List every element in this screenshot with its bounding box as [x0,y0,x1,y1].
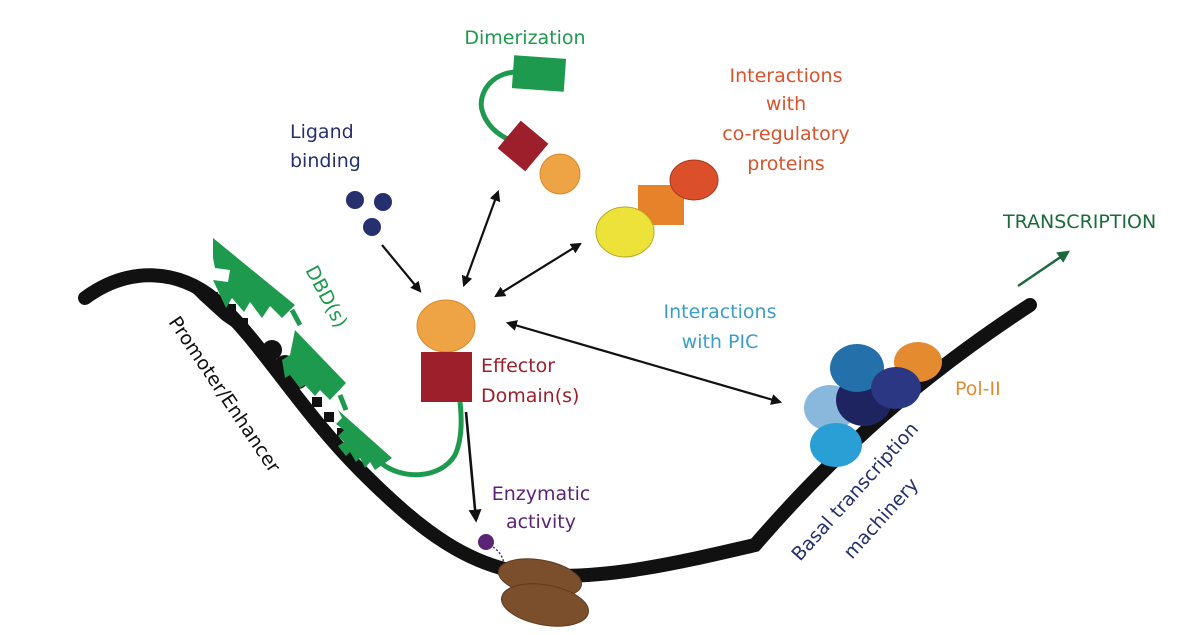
interaction-arrows [381,189,783,523]
label-coregulatory: Interactions with co-regulatory proteins [722,65,850,175]
activator-head [416,299,476,353]
label-enzymatic: Enzymatic activity [492,483,591,533]
arrow-ligand [381,244,422,293]
coreg-yellow [595,206,655,258]
arrow-enzymatic [464,411,482,523]
label-coreg-line3: co-regulatory [722,123,850,145]
arrow-transcription [1017,250,1071,288]
enzymatic-modification-dot [478,534,494,550]
label-enzymatic-line1: Enzymatic [492,483,591,505]
linker-tether [378,401,464,478]
pic-cluster [804,342,942,467]
arrow-pic [505,320,783,405]
effector-domain-block [421,352,472,402]
arrow-coregulatory [494,242,582,298]
dbd-scalloped [282,330,346,400]
dimer-effector [497,120,549,172]
label-pic-line2: with PIC [682,331,759,353]
label-coreg-line2: with [766,93,806,115]
ligand-molecules [346,191,392,236]
label-dimerization: Dimerization [464,27,585,49]
coreg-red [669,159,719,201]
label-ligand-line1: Ligand [290,121,354,143]
label-dbd: DBD(s) [301,262,352,332]
label-pic-line1: Interactions [664,301,777,323]
label-effector-line2: Domain(s) [481,385,579,407]
dbd-zigzag [213,238,295,318]
arrow-dimerization [461,189,501,288]
label-transcription: TRANSCRIPTION [1002,211,1156,233]
dimerization-partner [511,55,567,92]
label-effector: Effector Domain(s) [481,355,579,407]
modification-link [492,546,505,564]
label-pol2: Pol-II [955,378,1001,400]
label-ligand-line2: binding [290,150,361,172]
dimer-head [539,153,581,195]
label-coreg-line1: Interactions [730,65,843,87]
label-ligand: Ligand binding [290,121,361,172]
label-enzymatic-line2: activity [506,511,576,533]
label-effector-line1: Effector [481,355,555,377]
dna-binding-domains [213,238,392,470]
dbd-comb [336,410,392,470]
label-pic: Interactions with PIC [664,301,777,353]
label-coreg-line4: proteins [747,153,824,175]
label-promoter: Promoter/Enhancer [164,312,285,476]
nucleosome [498,558,589,627]
dimerization-linker [478,69,519,143]
